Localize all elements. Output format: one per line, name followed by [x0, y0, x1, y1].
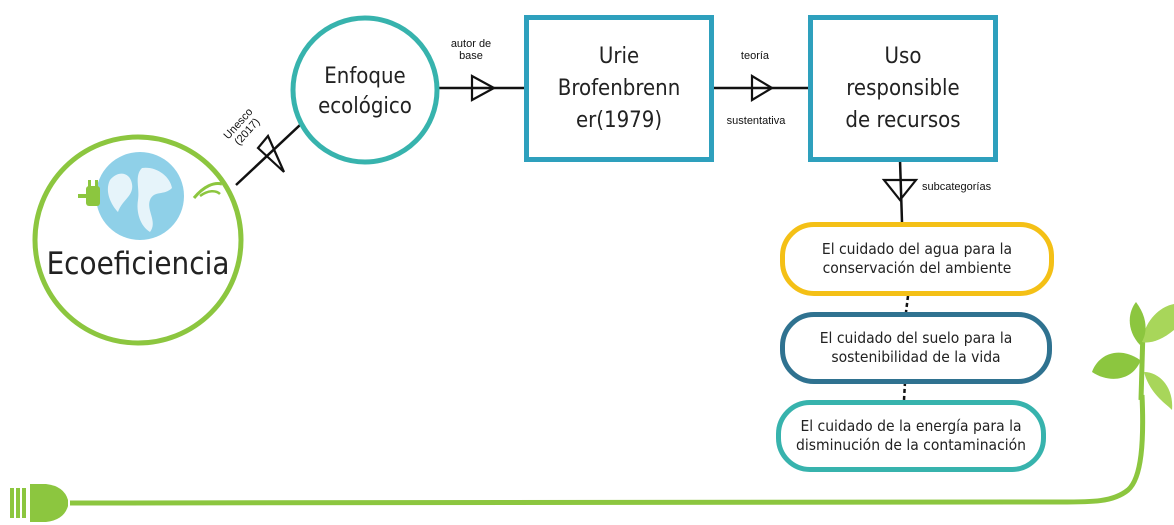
uso-label: Uso responsible de recursos	[845, 43, 961, 133]
edge-label-autor: autor de base	[450, 38, 492, 62]
edge-label-subcategorias: subcategorías	[922, 181, 992, 193]
enfoque-label: Enfoque ecológico	[318, 64, 412, 119]
energia-label: El cuidado de la energía para la disminu…	[796, 417, 1026, 454]
suelo-label: El cuidado del suelo para la sostenibili…	[819, 329, 1013, 366]
agua-label: El cuidado del agua para la conservación…	[821, 240, 1013, 277]
node-energia: El cuidado de la energía para la disminu…	[776, 400, 1046, 472]
plug-icon	[78, 180, 100, 206]
plant-icon	[1092, 302, 1174, 410]
node-urie: Urie Brofenbrenn er(1979)	[524, 15, 714, 162]
globe-icon	[96, 152, 184, 240]
edge-label-teoria: teoría	[740, 50, 770, 62]
arrow-icon	[256, 74, 919, 202]
ecoeficiencia-label: Ecoeficiencia	[46, 246, 230, 282]
power-plug-icon	[10, 484, 68, 522]
node-suelo: El cuidado del suelo para la sostenibili…	[780, 312, 1052, 384]
node-uso: Uso responsible de recursos	[808, 15, 998, 162]
node-agua: El cuidado del agua para la conservación…	[780, 222, 1054, 296]
node-enfoque: Enfoque ecológico	[305, 52, 425, 132]
node-ecoeficiencia: Ecoeficiencia	[40, 236, 236, 292]
leaf-icon	[192, 182, 223, 199]
connectors	[235, 86, 910, 401]
urie-label: Urie Brofenbrenn er(1979)	[557, 43, 681, 133]
green-cable	[69, 394, 1146, 506]
enfoque-circle	[290, 15, 440, 165]
edge-label-sustentativa: sustentativa	[726, 115, 786, 127]
